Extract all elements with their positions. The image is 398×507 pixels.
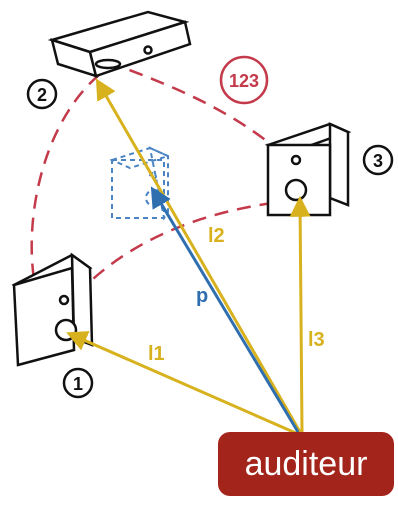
speaker-3-number-label: 3 xyxy=(373,151,383,171)
listener-box: auditeur xyxy=(218,432,394,496)
vector-l2-line xyxy=(95,78,302,433)
speaker-2-number-label: 2 xyxy=(37,85,47,105)
speaker-1-number-label: 1 xyxy=(73,374,83,394)
vector-l1-label: l1 xyxy=(148,343,165,365)
dashed-arc-inner xyxy=(61,198,299,313)
speaker-1-number: 1 xyxy=(62,367,94,399)
vector-p-label: p xyxy=(196,285,208,307)
vector-p-line xyxy=(150,186,300,433)
badge-123-label: 123 xyxy=(229,71,259,91)
speaker-2-icon xyxy=(47,10,192,78)
virtual-source-icon xyxy=(109,146,171,221)
vector-l3-label: l3 xyxy=(308,329,325,351)
listener-label: auditeur xyxy=(244,444,368,483)
speaker-1-icon xyxy=(11,252,94,367)
vector-l1-line xyxy=(66,331,299,436)
dashed-arc-outer xyxy=(30,60,293,301)
vector-l3-line xyxy=(289,195,311,433)
speaker-2-number: 2 xyxy=(26,78,58,110)
speaker-3-icon xyxy=(264,122,352,217)
speaker-3-number: 3 xyxy=(362,144,394,176)
vector-l2-label: l2 xyxy=(208,225,225,247)
badge-123: 123 xyxy=(219,55,269,105)
